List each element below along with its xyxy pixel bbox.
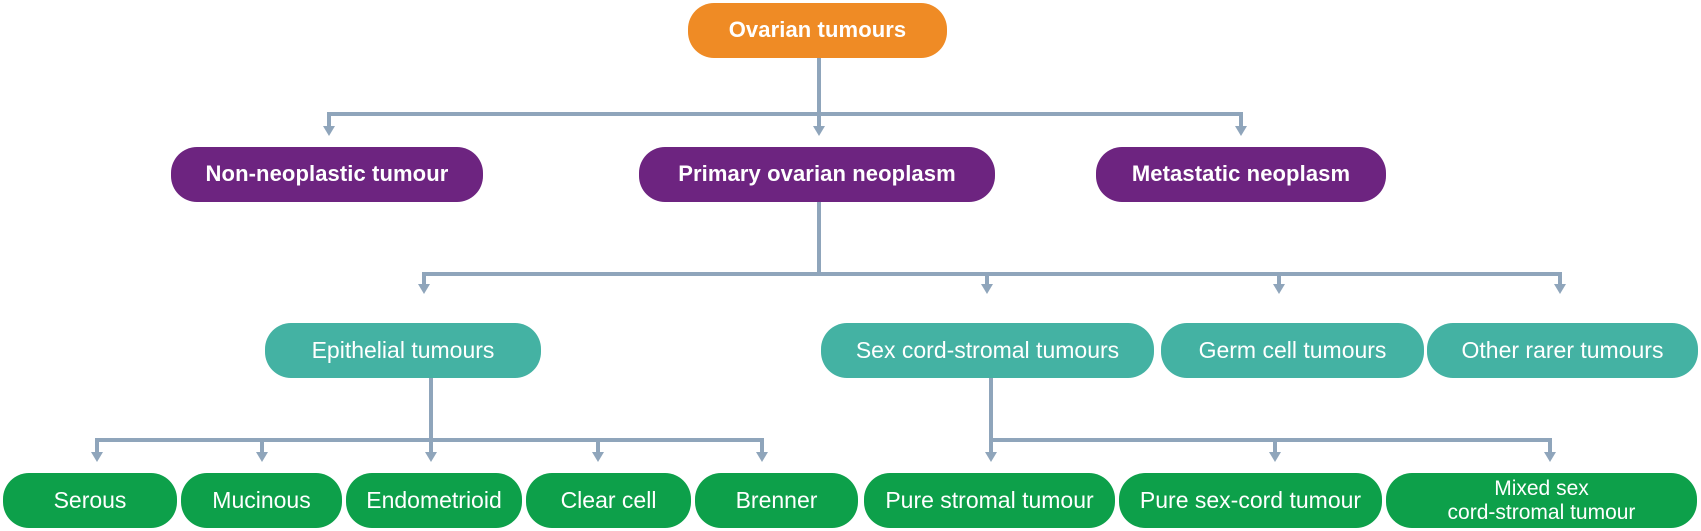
node-other-rarer-tumours[interactable]: Other rarer tumours bbox=[1427, 323, 1698, 378]
connector-to-sex-cord-stromal bbox=[985, 272, 989, 286]
connector-to-mixed-sex-cord bbox=[1548, 438, 1552, 454]
arrowhead-other-rarer bbox=[1554, 284, 1566, 294]
connector-to-serous bbox=[95, 438, 99, 454]
node-non-neoplastic-tumour[interactable]: Non-neoplastic tumour bbox=[171, 147, 483, 202]
node-ovarian-tumours[interactable]: Ovarian tumours bbox=[688, 3, 947, 58]
arrowhead-epithelial bbox=[418, 284, 430, 294]
node-mixed-sex-cord-stromal-tumour[interactable]: Mixed sex cord-stromal tumour bbox=[1386, 473, 1697, 528]
arrowhead-sex-cord-stromal bbox=[981, 284, 993, 294]
connector-to-primary-ovarian bbox=[817, 112, 821, 128]
arrowhead-clear-cell bbox=[592, 452, 604, 462]
connector-epithelial-down bbox=[429, 351, 433, 440]
node-mucinous[interactable]: Mucinous bbox=[181, 473, 342, 528]
arrowhead-endometrioid bbox=[425, 452, 437, 462]
connector-sex-cord-down bbox=[989, 351, 993, 440]
connector-level3-bus bbox=[422, 272, 1562, 276]
connector-to-germ-cell bbox=[1277, 272, 1281, 286]
node-serous[interactable]: Serous bbox=[3, 473, 177, 528]
connector-to-pure-stromal bbox=[989, 438, 993, 454]
node-endometrioid[interactable]: Endometrioid bbox=[346, 473, 522, 528]
node-pure-stromal-tumour[interactable]: Pure stromal tumour bbox=[864, 473, 1115, 528]
arrowhead-serous bbox=[91, 452, 103, 462]
connector-to-other-rarer bbox=[1558, 272, 1562, 286]
connector-to-mucinous bbox=[260, 438, 264, 454]
node-primary-ovarian-neoplasm[interactable]: Primary ovarian neoplasm bbox=[639, 147, 995, 202]
node-pure-sex-cord-tumour[interactable]: Pure sex-cord tumour bbox=[1119, 473, 1382, 528]
arrowhead-mucinous bbox=[256, 452, 268, 462]
node-epithelial-tumours[interactable]: Epithelial tumours bbox=[265, 323, 541, 378]
arrowhead-brenner bbox=[756, 452, 768, 462]
node-sex-cord-stromal-tumours[interactable]: Sex cord-stromal tumours bbox=[821, 323, 1154, 378]
arrowhead-pure-sex-cord bbox=[1269, 452, 1281, 462]
connector-to-epithelial bbox=[422, 272, 426, 286]
node-clear-cell[interactable]: Clear cell bbox=[526, 473, 691, 528]
connector-to-brenner bbox=[760, 438, 764, 454]
arrowhead-primary-ovarian bbox=[813, 126, 825, 136]
arrowhead-pure-stromal bbox=[985, 452, 997, 462]
connector-to-clear-cell bbox=[596, 438, 600, 454]
connector-to-endometrioid bbox=[429, 438, 433, 454]
connector-root-down bbox=[817, 58, 821, 114]
arrowhead-mixed-sex-cord bbox=[1544, 452, 1556, 462]
arrowhead-non-neoplastic bbox=[323, 126, 335, 136]
connector-level4-sexcord-bus bbox=[989, 438, 1552, 442]
connector-to-metastatic bbox=[1239, 112, 1243, 128]
connector-primary-down bbox=[817, 202, 821, 274]
node-germ-cell-tumours[interactable]: Germ cell tumours bbox=[1161, 323, 1424, 378]
connector-to-non-neoplastic bbox=[327, 112, 331, 128]
arrowhead-germ-cell bbox=[1273, 284, 1285, 294]
arrowhead-metastatic bbox=[1235, 126, 1247, 136]
connector-level4-epithelial-bus bbox=[95, 438, 760, 442]
node-metastatic-neoplasm[interactable]: Metastatic neoplasm bbox=[1096, 147, 1386, 202]
connector-to-pure-sex-cord bbox=[1273, 438, 1277, 454]
connector-level2-bus bbox=[327, 112, 1243, 116]
node-brenner[interactable]: Brenner bbox=[695, 473, 858, 528]
